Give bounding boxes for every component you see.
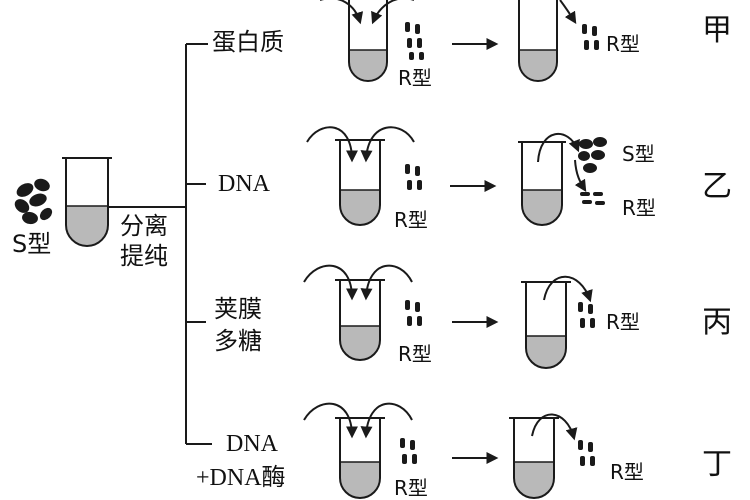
added-r-type-label: R型	[398, 66, 432, 90]
r-bacteria-cluster	[405, 164, 422, 190]
result-label: R型	[610, 460, 644, 484]
added-r-type-label: R型	[394, 208, 428, 232]
r-bacteria-result	[582, 24, 599, 50]
r-bacteria-cluster	[400, 438, 417, 464]
row-yi-graphics	[306, 126, 587, 226]
row-label-jia: 甲	[702, 13, 732, 48]
substance-capsule-line2: 多糖	[214, 327, 262, 355]
s-type-label: S型	[12, 230, 52, 258]
branch-lines	[108, 43, 212, 445]
row-label-yi: 乙	[702, 169, 732, 204]
substance-dna-line1: DNA	[226, 431, 278, 457]
r-bacteria-result	[578, 440, 595, 466]
substance-protein: 蛋白质	[212, 28, 284, 56]
row-bing-graphics	[303, 264, 593, 369]
r-bacteria-result	[578, 302, 595, 328]
substance-capsule-line1: 荚膜	[214, 295, 262, 323]
substance-dna: DNA	[218, 171, 270, 197]
added-r-type-label: R型	[394, 476, 428, 500]
substance-dna-enzyme-line2: +DNA酶	[196, 465, 286, 491]
row-ding-graphics	[303, 402, 578, 499]
added-r-type-label: R型	[398, 342, 432, 366]
r-type-bacteria-added	[400, 22, 424, 464]
process-label-line1: 分离	[120, 212, 168, 240]
r-bacteria-result	[580, 192, 605, 205]
r-bacteria-cluster	[405, 22, 424, 60]
row-label-bing: 丙	[702, 305, 732, 340]
s-bacteria-result	[578, 137, 607, 173]
r-bacteria-cluster	[405, 300, 422, 326]
row-label-ding: 丁	[702, 447, 732, 482]
process-label-line2: 提纯	[120, 242, 168, 270]
row-jia-graphics	[320, 0, 577, 82]
result-label: R型	[606, 310, 640, 334]
result-bacteria	[578, 24, 607, 466]
result-label: R型	[606, 32, 640, 56]
source-test-tube	[62, 157, 112, 247]
result-label-s: S型	[622, 142, 655, 166]
s-type-bacteria-source	[14, 178, 53, 225]
result-label-r: R型	[622, 196, 656, 220]
